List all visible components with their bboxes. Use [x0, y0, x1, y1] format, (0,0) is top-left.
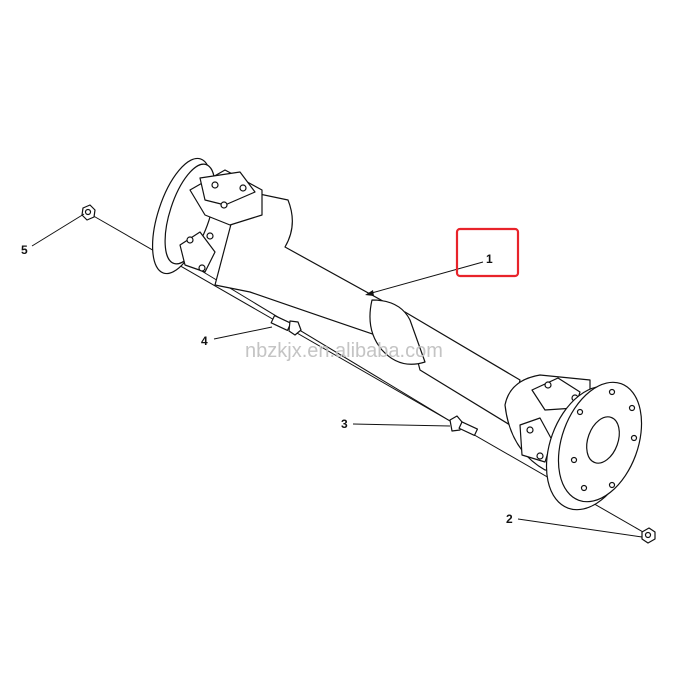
shaft-collar — [369, 299, 426, 365]
callout-4[interactable]: 4 — [201, 334, 208, 348]
bolt-3[interactable] — [449, 415, 479, 437]
leader-5 — [31, 213, 85, 247]
leader-4 — [213, 326, 273, 340]
bolt-4[interactable] — [270, 314, 302, 336]
leader-3 — [352, 423, 451, 427]
nut-2[interactable] — [641, 527, 656, 544]
leader-1-arrow-icon — [365, 290, 374, 296]
leader-1 — [367, 261, 484, 295]
watermark: nbzkjx.en.alibaba.com — [245, 340, 443, 362]
highlight-box-callout-1 — [455, 227, 520, 278]
assembly-line-bolt — [199, 269, 466, 431]
right-flange — [545, 381, 643, 511]
nut-5[interactable] — [81, 204, 96, 221]
leader-2 — [517, 518, 643, 538]
left-yoke — [179, 169, 263, 273]
callout-2[interactable]: 2 — [506, 512, 513, 526]
callout-3[interactable]: 3 — [341, 417, 348, 431]
callout-1[interactable]: 1 — [486, 252, 493, 266]
callout-5[interactable]: 5 — [21, 243, 28, 257]
shaft-inner-tube — [404, 311, 521, 426]
